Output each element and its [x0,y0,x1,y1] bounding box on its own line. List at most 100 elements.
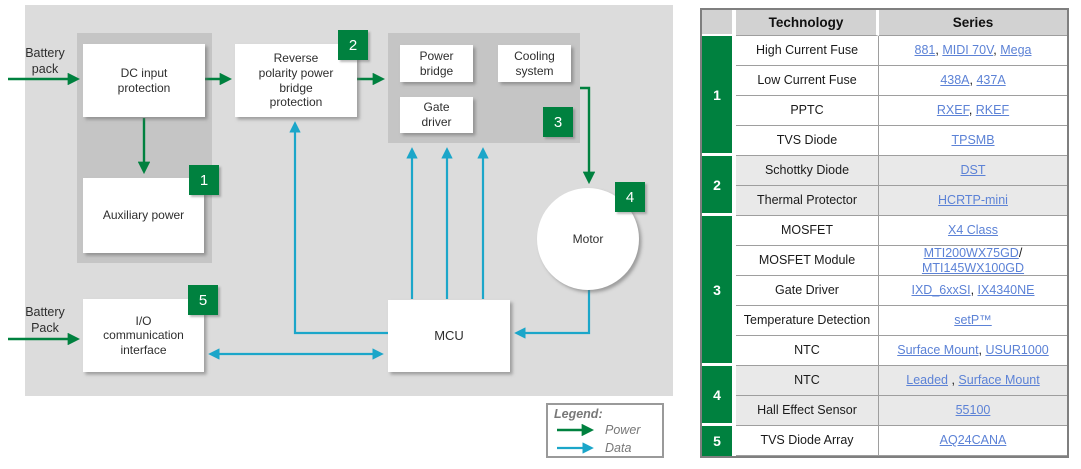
series-link[interactable]: RKEF [975,103,1010,118]
legend-box: Legend: Power Data [546,403,664,458]
gate-driver-box: Gate driver [400,97,473,133]
series-text: AQ24CANA [940,433,1007,448]
technology-cell: Gate Driver [736,276,879,306]
battery-pack-bottom-label: Battery Pack [25,305,65,335]
series-cell: HCRTP-mini [879,186,1067,216]
series-text: TPSMB [951,133,994,148]
series-separator: , [978,343,986,358]
technology-cell: MOSFET Module [736,246,879,276]
table-corner-cell [702,10,732,36]
technology-cell: Temperature Detection [736,306,879,336]
series-cell: MTI200WX75GD/MTI145WX100GD [879,246,1067,276]
series-text: setP™ [954,313,992,328]
series-link[interactable]: TPSMB [951,133,995,148]
group-number-cell: 4 [702,366,732,426]
series-separator: , [969,73,977,88]
series-link[interactable]: MTI145WX100GD [921,260,1025,275]
series-link[interactable]: DST [960,163,986,178]
diagram-badge-2: 2 [338,30,368,60]
series-separator: , [948,373,959,388]
series-separator: , [970,283,978,298]
series-column-header: Series [879,10,1067,36]
series-cell: TPSMB [879,126,1067,156]
series-link[interactable]: Mega [1000,43,1032,58]
technology-cell: PPTC [736,96,879,126]
technology-cell: Thermal Protector [736,186,879,216]
series-link[interactable]: Surface Mount [897,343,979,358]
series-link[interactable]: X4 Class [947,223,999,238]
diagram-badge-4: 4 [615,182,645,212]
technology-cell: NTC [736,336,879,366]
series-link[interactable]: RXEF [936,103,969,118]
technology-cell: TVS Diode [736,126,879,156]
group-number-cell: 1 [702,36,732,156]
series-text: 881, MIDI 70V, Mega [915,43,1032,58]
series-cell: Surface Mount, USUR1000 [879,336,1067,366]
series-cell: AQ24CANA [879,426,1067,456]
series-text: X4 Class [948,223,998,238]
series-link[interactable]: Leaded [906,373,948,388]
series-link[interactable]: Surface Mount [958,373,1040,388]
technology-cell: Low Current Fuse [736,66,879,96]
series-cell: 55100 [879,396,1067,426]
series-text: 438A, 437A [940,73,1005,88]
series-text: MTI200WX75GD/MTI145WX100GD [922,246,1024,276]
series-text: HCRTP-mini [938,193,1008,208]
power-arrow-icon [557,424,595,436]
legend-title: Legend: [554,407,603,421]
legend-data-label: Data [605,441,632,455]
series-text: Leaded , Surface Mount [906,373,1039,388]
technology-cell: MOSFET [736,216,879,246]
technology-cell: TVS Diode Array [736,426,879,456]
series-text: RXEF, RKEF [937,103,1009,118]
series-link[interactable]: 55100 [955,403,991,418]
technology-cell: Schottky Diode [736,156,879,186]
technology-cell: Hall Effect Sensor [736,396,879,426]
diagram-badge-5: 5 [188,285,218,315]
series-link[interactable]: 881 [914,43,936,58]
series-link[interactable]: 438A [940,73,970,88]
series-cell: DST [879,156,1067,186]
series-text: 55100 [956,403,991,418]
series-separator: , [935,43,943,58]
series-separator: , [968,103,976,118]
technology-cell: NTC [736,366,879,396]
series-cell: 438A, 437A [879,66,1067,96]
series-text: Surface Mount, USUR1000 [897,343,1048,358]
series-cell: RXEF, RKEF [879,96,1067,126]
reverse-polarity-protection-box: Reverse polarity power bridge protection [235,44,357,117]
series-link[interactable]: USUR1000 [985,343,1049,358]
series-link[interactable]: IXD_6xxSI [911,283,971,298]
power-bridge-box: Power bridge [400,45,473,82]
diagram-badge-3: 3 [543,107,573,137]
group-number-cell: 3 [702,216,732,366]
technology-column-header: Technology [736,10,879,36]
series-link[interactable]: IX4340NE [977,283,1035,298]
series-link[interactable]: setP™ [954,313,992,328]
series-cell: Leaded , Surface Mount [879,366,1067,396]
series-separator: / [1018,245,1023,260]
series-cell: setP™ [879,306,1067,336]
series-cell: IXD_6xxSI, IX4340NE [879,276,1067,306]
mcu-box: MCU [388,300,510,372]
battery-pack-top-label: Battery pack [25,46,65,76]
series-text: IXD_6xxSI, IX4340NE [912,283,1035,298]
series-text: DST [961,163,986,178]
group-number-cell: 5 [702,426,732,456]
legend-data-row: Data [554,439,662,457]
series-link[interactable]: HCRTP-mini [938,193,1008,208]
series-link[interactable]: MTI200WX75GD [923,245,1019,260]
series-cell: X4 Class [879,216,1067,246]
io-communication-interface-box: I/O communication interface [83,299,204,372]
cooling-system-box: Cooling system [498,45,571,82]
series-link[interactable]: AQ24CANA [939,433,1007,448]
dc-input-protection-box: DC input protection [83,44,205,117]
legend-power-label: Power [605,423,641,437]
auxiliary-power-box: Auxiliary power [83,178,204,253]
data-arrow-icon [557,442,594,454]
series-link[interactable]: 437A [976,73,1006,88]
series-separator: , [993,43,1001,58]
group-number-cell: 2 [702,156,732,216]
series-link[interactable]: MIDI 70V [942,43,994,58]
